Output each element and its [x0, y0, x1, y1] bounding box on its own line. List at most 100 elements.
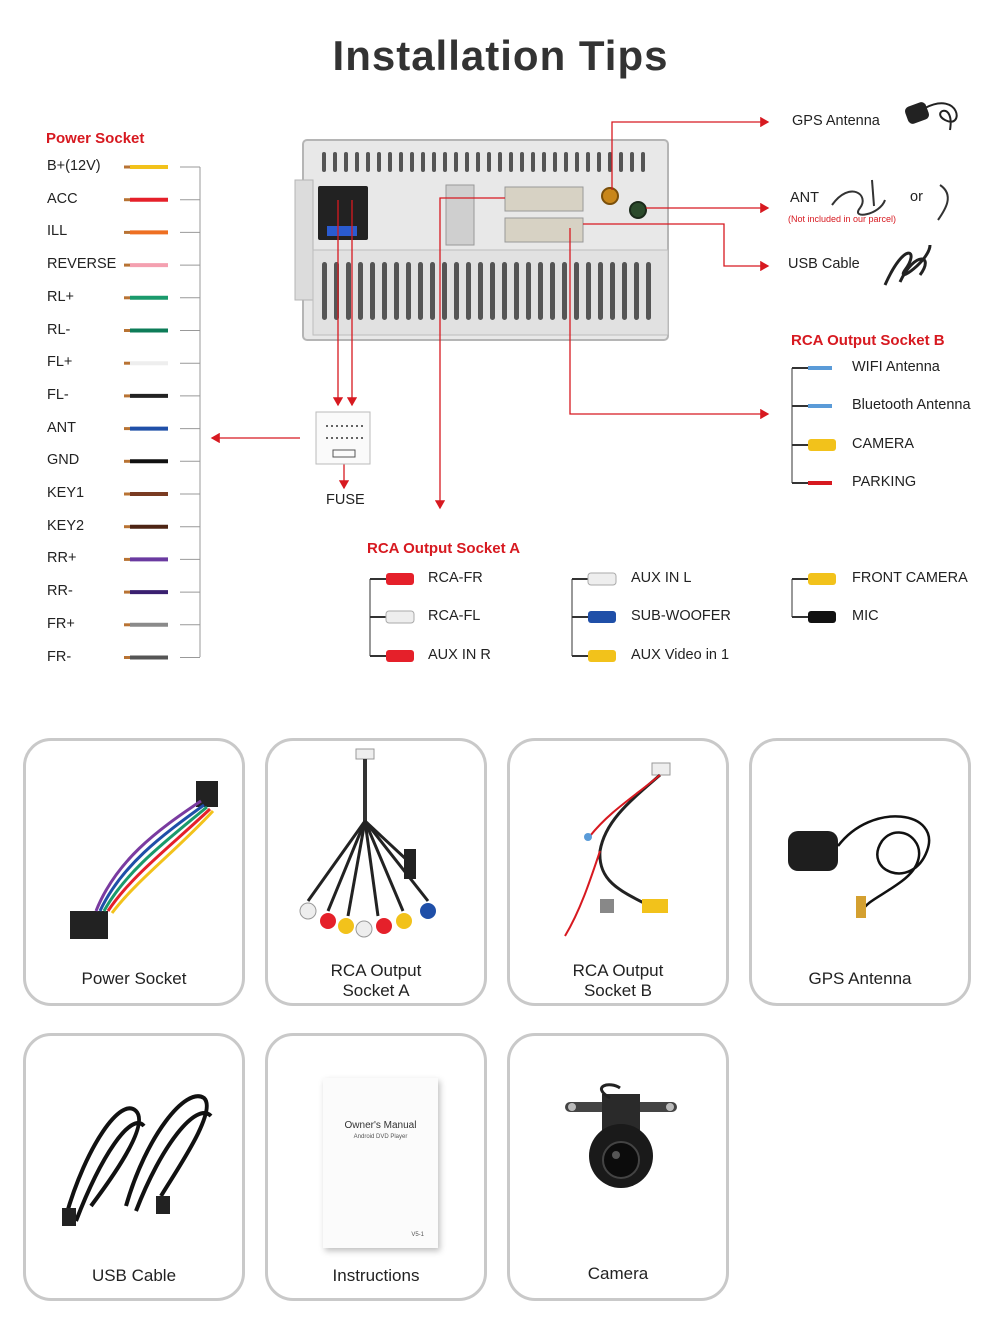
power-wire-label: ACC	[47, 190, 78, 207]
gps-antenna-icon	[904, 102, 958, 131]
connector-plug	[385, 610, 415, 624]
rca-b-harness-icon	[564, 762, 671, 937]
manual-code: V5-1	[411, 1232, 424, 1238]
power-wire-label: FR-	[47, 648, 72, 665]
vent-slot	[418, 262, 423, 320]
vent-slot	[509, 152, 513, 172]
rca-b-heading: RCA Output Socket B	[791, 332, 945, 349]
vent-slot	[586, 152, 590, 172]
vent-slot	[432, 152, 436, 172]
power-wire-label: RR+	[47, 550, 77, 567]
power-wire-label: GND	[47, 452, 80, 469]
vent-slot	[406, 262, 411, 320]
vent-slot	[622, 262, 627, 320]
vent-slot	[430, 262, 435, 320]
vent-slot	[355, 152, 359, 172]
connector-plug	[808, 611, 836, 623]
vent-slot	[514, 262, 519, 320]
vent-slot	[388, 152, 392, 172]
vent-slot	[586, 262, 591, 320]
vent-slot	[487, 152, 491, 172]
power-wire-label: ANT	[47, 419, 76, 436]
card-gps-antenna: GPS Antenna	[749, 738, 971, 1006]
power-wire-label: RL-	[47, 321, 71, 338]
card-rca-a: RCA Output Socket A	[265, 738, 487, 1006]
vent-slot	[465, 152, 469, 172]
vent-slot	[553, 152, 557, 172]
vent-slot	[377, 152, 381, 172]
card-label-rca-b: RCA Output Socket B	[572, 961, 664, 1000]
power-harness-icon	[70, 781, 218, 939]
vent-slot	[619, 152, 623, 172]
vent-slot	[598, 262, 603, 320]
rca-a-item-label: AUX IN R	[428, 647, 491, 663]
vent-slot	[322, 262, 327, 320]
vent-slot	[542, 152, 546, 172]
card-label-power-socket: Power Socket	[81, 969, 187, 988]
usb-cable-image-icon	[62, 1094, 213, 1226]
card-label-camera: Camera	[587, 1264, 649, 1283]
power-wire-label: KEY1	[47, 485, 85, 501]
rca-a-item-label: AUX IN L	[631, 570, 692, 586]
vent-slot	[538, 262, 543, 320]
rca-a-item-label: AUX Video in 1	[631, 647, 730, 663]
vent-slot	[564, 152, 568, 172]
card-camera: Camera	[507, 1033, 729, 1301]
ant-label: ANT	[790, 190, 819, 206]
usb-cable-label: USB Cable	[788, 256, 860, 272]
card-label-rca-a: RCA Output Socket A	[330, 961, 422, 1000]
vent-slot	[526, 262, 531, 320]
connector-plug	[808, 481, 832, 485]
vent-slot	[454, 152, 458, 172]
vent-slot	[641, 152, 645, 172]
vent-slot	[443, 152, 447, 172]
page-title: Installation Tips	[332, 32, 669, 79]
power-wire-label: RL+	[47, 288, 75, 305]
card-label-instructions: Instructions	[332, 1266, 420, 1285]
rca-a-item-label: SUB-WOOFER	[631, 608, 731, 624]
connector-plug	[588, 611, 616, 623]
connector-plug	[808, 366, 832, 370]
vent-slot	[454, 262, 459, 320]
vent-slot	[630, 152, 634, 172]
connector-plug	[808, 439, 836, 451]
vent-slot	[410, 152, 414, 172]
fuse-label: FUSE	[326, 492, 365, 508]
power-wire-label: RR-	[47, 583, 73, 600]
card-label-usb: USB Cable	[91, 1266, 177, 1285]
vent-slot	[502, 262, 507, 320]
rca-b-item-label: WIFI Antenna	[852, 359, 940, 375]
vent-slot	[346, 262, 351, 320]
ant-note: (Not included in our parcel)	[788, 214, 897, 224]
camera-image-icon	[565, 1083, 677, 1188]
power-socket-heading: Power Socket	[46, 130, 145, 147]
vent-slot	[476, 152, 480, 172]
vent-slot	[550, 262, 555, 320]
vent-slot	[608, 152, 612, 172]
power-wire-label: B+(12V)	[47, 158, 101, 174]
rca-a-heading: RCA Output Socket A	[367, 540, 521, 557]
vent-slot	[562, 262, 567, 320]
vent-slot	[344, 152, 348, 172]
connector-plug	[808, 573, 836, 585]
power-wire-label: REVERSE	[47, 256, 117, 273]
vent-slot	[333, 152, 337, 172]
rca-a-item-label: MIC	[852, 608, 879, 624]
vent-slot	[646, 262, 651, 320]
card-label-gps: GPS Antenna	[808, 969, 912, 988]
rca-b-item-label: CAMERA	[852, 436, 915, 452]
rca-a-item-label: RCA-FL	[428, 608, 481, 624]
wiring-diagram	[124, 102, 958, 662]
rca-b-item-label: Bluetooth Antenna	[852, 397, 971, 413]
fuse-box	[315, 411, 371, 465]
connector-plug	[386, 573, 414, 585]
vent-slot	[394, 262, 399, 320]
vent-slot	[370, 262, 375, 320]
connector-plug	[808, 404, 832, 408]
rca-a-item-label: RCA-FR	[428, 570, 483, 586]
power-wire-label: FR+	[47, 615, 75, 632]
power-wire-label: FL+	[47, 354, 73, 371]
vent-slot	[575, 152, 579, 172]
vent-slot	[421, 152, 425, 172]
vent-slot	[442, 262, 447, 320]
